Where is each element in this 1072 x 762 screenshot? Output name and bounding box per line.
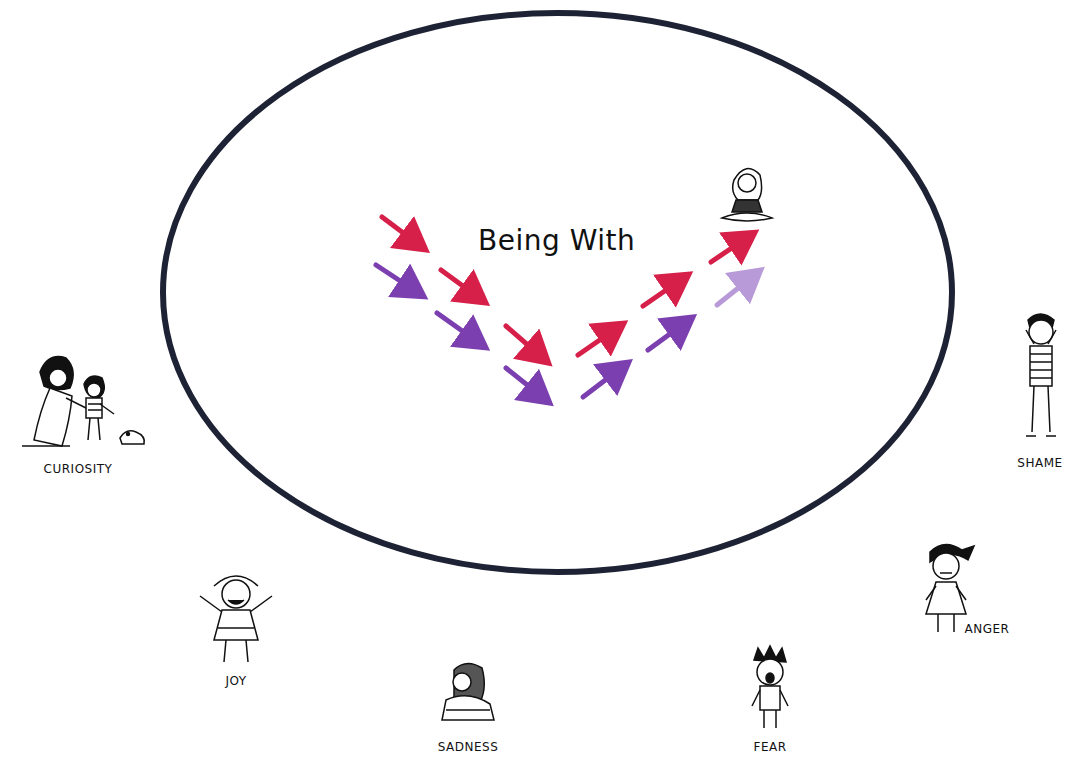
joy-figure — [200, 576, 272, 662]
pale-arrow — [717, 273, 757, 305]
emotion-label: CURIOSITY — [44, 462, 113, 476]
emotion-label: FEAR — [753, 740, 786, 754]
sadness-figure — [442, 663, 494, 720]
emotion-label: SADNESS — [438, 740, 499, 754]
ellipse-line — [163, 13, 952, 572]
ellipse-region: Being With — [160, 10, 955, 575]
ellipse-outline — [160, 10, 955, 575]
emotion-label: ANGER — [965, 622, 1010, 636]
region-title: Being With — [478, 224, 635, 257]
emotion-label: JOY — [225, 674, 246, 688]
sitting-girl — [722, 169, 772, 221]
anger-figure — [926, 544, 974, 632]
curiosity-figures — [22, 357, 144, 446]
red-arrows — [382, 217, 751, 360]
shame-figure — [1026, 314, 1056, 436]
purple-arrows — [376, 265, 689, 400]
fear-figure — [752, 646, 788, 728]
emotion-label: SHAME — [1017, 456, 1062, 470]
